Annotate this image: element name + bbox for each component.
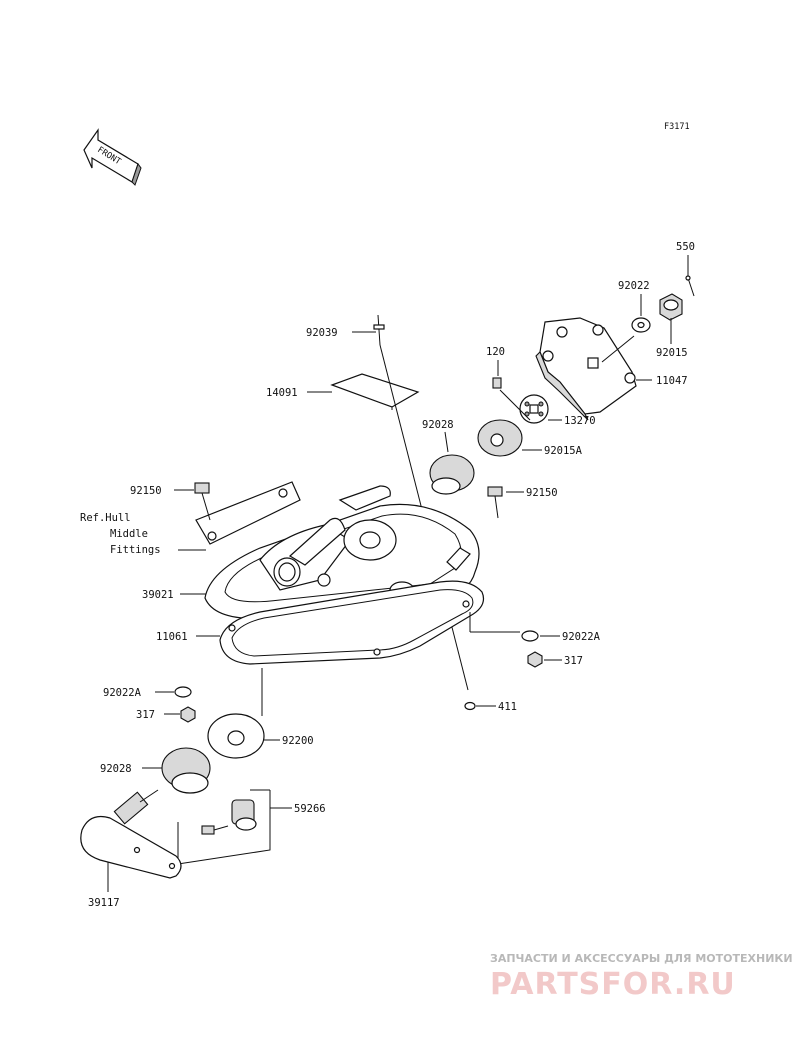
- label-120: 120: [486, 346, 505, 358]
- watermark-subtitle: ЗАПЧАСТИ И АКСЕССУАРЫ ДЛЯ МОТОТЕХНИКИ: [490, 952, 793, 965]
- label-92022A-left: 92022A: [103, 687, 142, 699]
- label-39021: 39021: [142, 589, 174, 601]
- castle-nut-92015: [659, 293, 683, 321]
- diagram-code: F3171: [664, 122, 690, 132]
- label-92200: 92200: [282, 735, 314, 747]
- bumper-92028-bottom: [161, 747, 211, 794]
- arm-39117: [80, 789, 182, 879]
- cotter-pin-550: [685, 275, 695, 297]
- nut-317-right: [527, 651, 543, 668]
- plate-14091: [330, 373, 420, 410]
- front-arrow-icon: FRONT: [83, 128, 142, 186]
- washer-411: [464, 701, 476, 711]
- label-550: 550: [676, 241, 695, 253]
- pin-92039: [373, 314, 385, 346]
- washer-92022-top: [631, 317, 651, 333]
- label-317-right: 317: [564, 655, 583, 667]
- bolt-92150-left: [194, 482, 211, 521]
- bolt-92150-right: [487, 486, 503, 519]
- label-317-left: 317: [136, 709, 155, 721]
- ref-label-line1: Ref.Hull: [80, 512, 131, 524]
- label-59266: 59266: [294, 803, 326, 815]
- ref-label-line3: Fittings: [110, 544, 161, 556]
- bumper-92028-top: [429, 454, 475, 495]
- label-92028-bottom: 92028: [100, 763, 132, 775]
- label-92015: 92015: [656, 347, 688, 359]
- label-411: 411: [498, 701, 517, 713]
- washer-92022A-left: [174, 686, 192, 698]
- washer-92022A-right: [521, 630, 539, 642]
- label-13270: 13270: [564, 415, 596, 427]
- mount-bracket: [195, 481, 301, 545]
- fitting-59266: [201, 799, 257, 835]
- label-14091: 14091: [266, 387, 298, 399]
- watermark-logo: PARTSFOR.RU: [490, 967, 736, 1002]
- label-11061: 11061: [156, 631, 188, 643]
- label-92015A: 92015A: [544, 445, 583, 457]
- label-39117: 39117: [88, 897, 120, 909]
- nut-317-left: [180, 706, 196, 723]
- label-92022A-right: 92022A: [562, 631, 601, 643]
- bracket-11047: [535, 317, 637, 421]
- gasket-11061: [219, 580, 485, 665]
- ref-label-line2: Middle: [110, 528, 148, 540]
- label-92022-top: 92022: [618, 280, 650, 292]
- label-92150-right: 92150: [526, 487, 558, 499]
- screw-120: [492, 377, 502, 389]
- washer-92200: [207, 713, 265, 759]
- label-92028-top: 92028: [422, 419, 454, 431]
- label-11047: 11047: [656, 375, 688, 387]
- label-92039: 92039: [306, 327, 338, 339]
- label-92150-left: 92150: [130, 485, 162, 497]
- nut-92015A: [477, 419, 523, 457]
- plate-13270: [519, 394, 549, 424]
